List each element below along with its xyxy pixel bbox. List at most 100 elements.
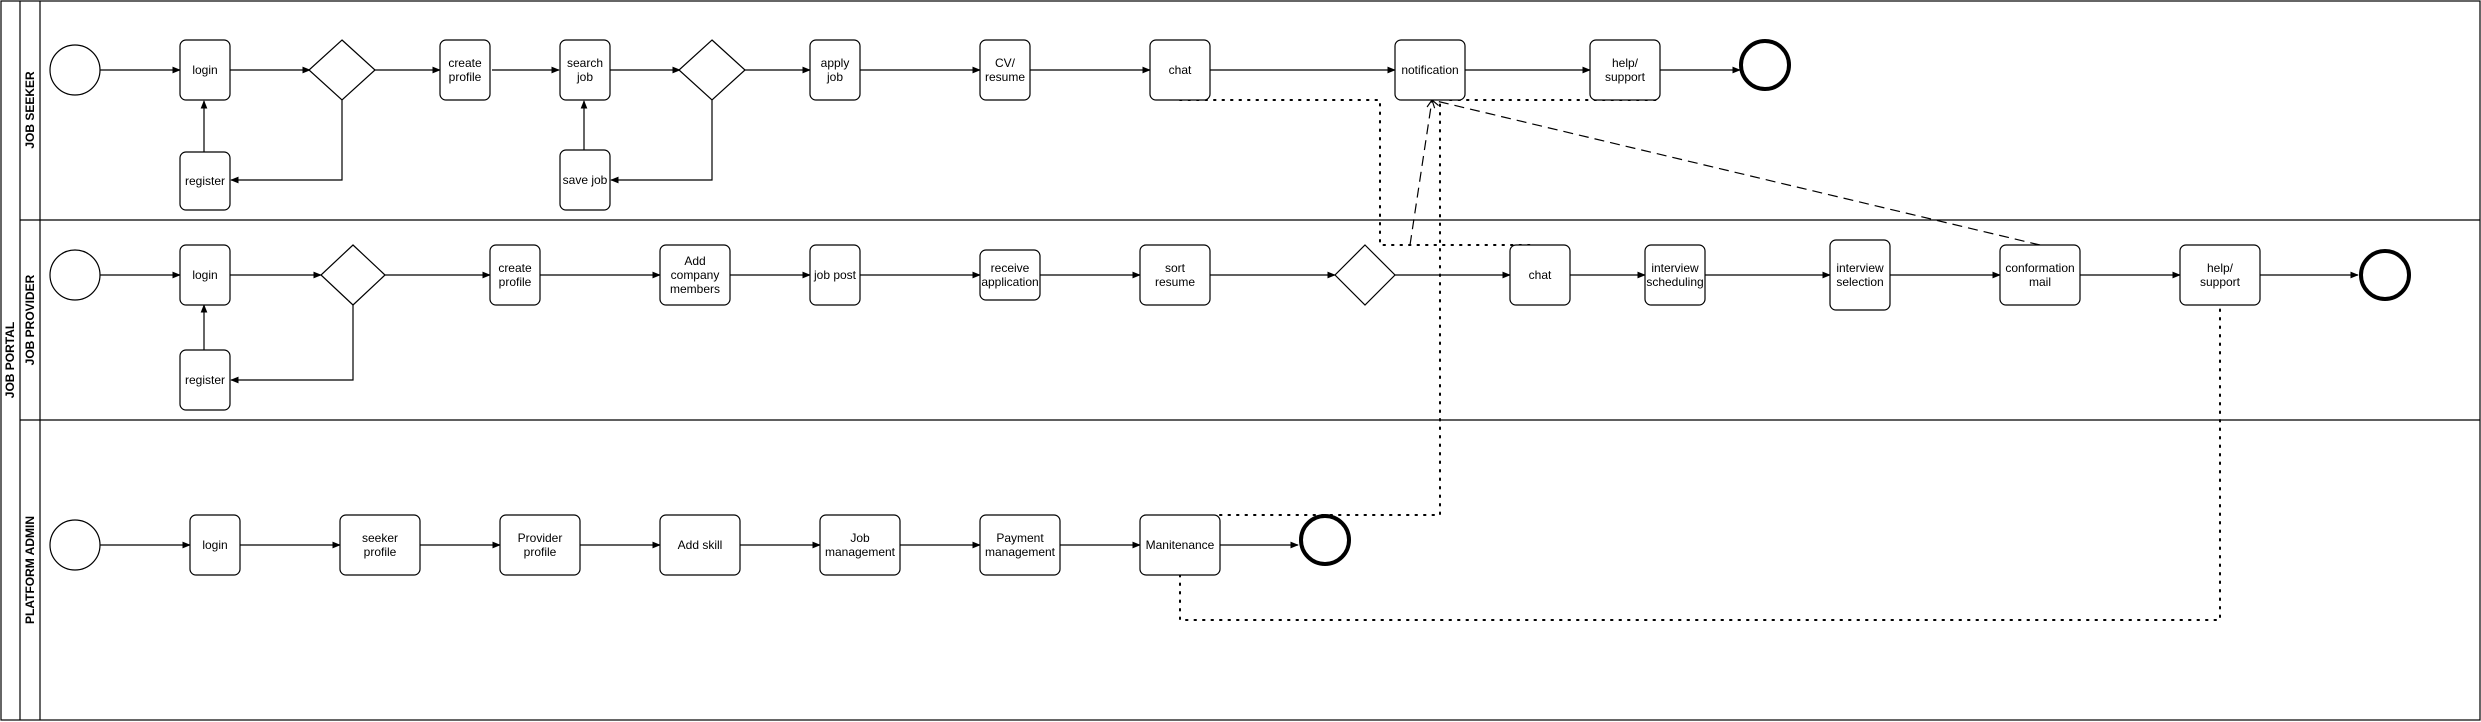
task-job-post[interactable]: job post xyxy=(809,244,861,306)
task-label-line: seeker xyxy=(362,531,398,545)
task-label-line: interview xyxy=(1651,261,1699,275)
task-label: save job xyxy=(563,173,608,187)
task-label-line: save job xyxy=(563,173,608,187)
task-label: register xyxy=(185,174,225,188)
gateway-provider-sort xyxy=(1334,244,1396,306)
task-provider-login[interactable]: login xyxy=(179,244,231,306)
task-label: login xyxy=(192,63,217,77)
task-seeker-login[interactable]: login xyxy=(179,39,231,101)
task-label-line: help/ xyxy=(1612,56,1639,70)
task-label: Manitenance xyxy=(1146,538,1215,552)
task-label-line: interview xyxy=(1836,261,1884,275)
task-label-line: Manitenance xyxy=(1146,538,1215,552)
task-notification[interactable]: notification xyxy=(1394,39,1466,101)
lane-label-job-provider: JOB PROVIDER xyxy=(23,274,37,365)
task-label-line: register xyxy=(185,373,225,387)
task-label-line: login xyxy=(202,538,227,552)
task-label: register xyxy=(185,373,225,387)
task-label: job post xyxy=(813,268,857,282)
task-label: login xyxy=(202,538,227,552)
task-label-line: job xyxy=(576,70,593,84)
gateways xyxy=(308,39,1396,306)
task-label-line: register xyxy=(185,174,225,188)
task-label-line: Add xyxy=(684,254,705,268)
task-label-line: create xyxy=(448,56,482,70)
task-seeker-help-support[interactable]: help/support xyxy=(1589,39,1661,101)
task-label-line: resume xyxy=(985,70,1025,84)
task-label: help/support xyxy=(1605,56,1646,84)
task-label-line: apply xyxy=(821,56,850,70)
task-label-line: Provider xyxy=(518,531,563,545)
task-label-line: profile xyxy=(449,70,482,84)
end-event-admin xyxy=(1299,514,1351,566)
task-provider-help-support[interactable]: help/support xyxy=(2179,244,2261,306)
task-label-line: Payment xyxy=(996,531,1044,545)
start-event-provider xyxy=(49,249,101,301)
task-label-line: support xyxy=(1605,70,1646,84)
task-label-line: receive xyxy=(991,261,1030,275)
task-label-line: login xyxy=(192,63,217,77)
start-event-admin xyxy=(49,519,101,571)
task-label-line: chat xyxy=(1529,268,1552,282)
task-maintenance[interactable]: Manitenance xyxy=(1139,514,1221,576)
task-label-line: CV/ xyxy=(995,56,1016,70)
sequence-flows xyxy=(100,40,2359,549)
task-label-line: search xyxy=(567,56,603,70)
task-admin-login[interactable]: login xyxy=(189,514,241,576)
task-label: help/support xyxy=(2200,261,2241,289)
task-seeker-chat[interactable]: chat xyxy=(1149,39,1211,101)
task-label: CV/resume xyxy=(985,56,1025,84)
task-label-line: profile xyxy=(524,545,557,559)
lane-label-job-seeker: JOB SEEKER xyxy=(23,71,37,149)
task-label-line: company xyxy=(671,268,720,282)
gateway-seeker-login xyxy=(308,39,376,101)
task-label-line: login xyxy=(192,268,217,282)
task-label-line: resume xyxy=(1155,275,1195,289)
task-label-line: sort xyxy=(1165,261,1186,275)
task-label-line: create xyxy=(498,261,532,275)
task-label-line: job post xyxy=(813,268,857,282)
task-label: login xyxy=(192,268,217,282)
task-label-line: Add skill xyxy=(678,538,723,552)
task-cv-resume[interactable]: CV/resume xyxy=(979,39,1031,101)
task-label: chat xyxy=(1529,268,1552,282)
task-label: Add skill xyxy=(678,538,723,552)
gateway-seeker-search xyxy=(678,39,746,101)
task-label-line: profile xyxy=(499,275,532,289)
task-label-line: application xyxy=(981,275,1038,289)
lane-label-platform-admin: PLATFORM ADMIN xyxy=(23,516,37,624)
task-provider-chat[interactable]: chat xyxy=(1509,244,1571,306)
task-seeker-register[interactable]: register xyxy=(179,151,231,211)
task-label-line: profile xyxy=(364,545,397,559)
task-save-job[interactable]: save job xyxy=(559,149,611,211)
task-provider-register[interactable]: register xyxy=(179,349,231,411)
pool-title: JOB PORTAL xyxy=(3,322,17,398)
task-add-skill[interactable]: Add skill xyxy=(659,514,741,576)
end-event-seeker xyxy=(1739,39,1791,91)
